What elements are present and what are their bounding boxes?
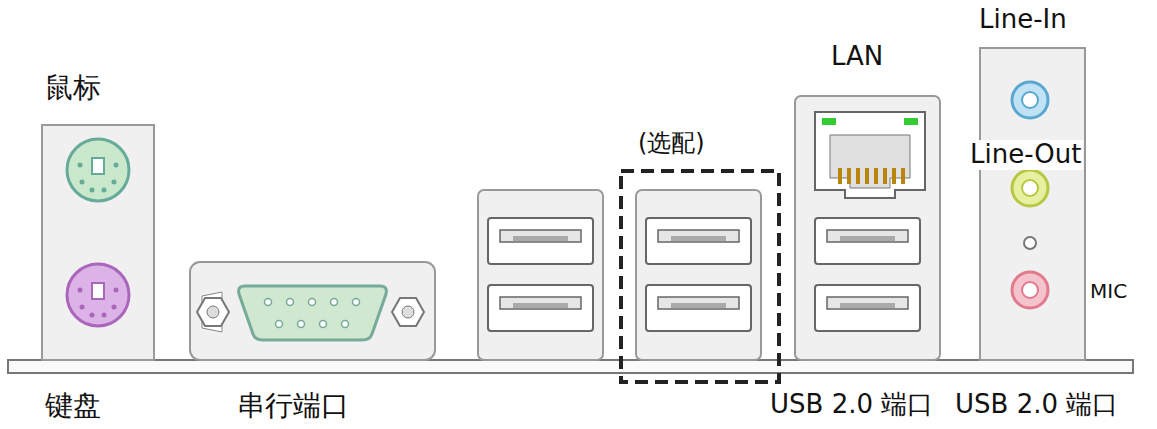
audio-jacks [980, 48, 1085, 360]
port-label: Line-Out [968, 140, 1083, 170]
port-label: USB 2.0 端口 [770, 390, 933, 420]
port-label: Line-In [979, 5, 1067, 35]
port-label: LAN [831, 42, 883, 72]
usb-stack [478, 190, 603, 360]
serial-port [190, 262, 435, 360]
port-label: 串行端口 [237, 390, 349, 422]
port-label: 鼠标 [45, 72, 101, 104]
port-label: MIC [1090, 280, 1127, 303]
lan-usb-stack [795, 96, 940, 360]
note-label: (选配) [638, 130, 705, 158]
port-label: 键盘 [45, 390, 101, 422]
optional-usb-stack [621, 171, 779, 382]
ps2-ports [42, 125, 154, 360]
port-label: USB 2.0 端口 [955, 390, 1118, 420]
base-bar [8, 360, 1133, 373]
